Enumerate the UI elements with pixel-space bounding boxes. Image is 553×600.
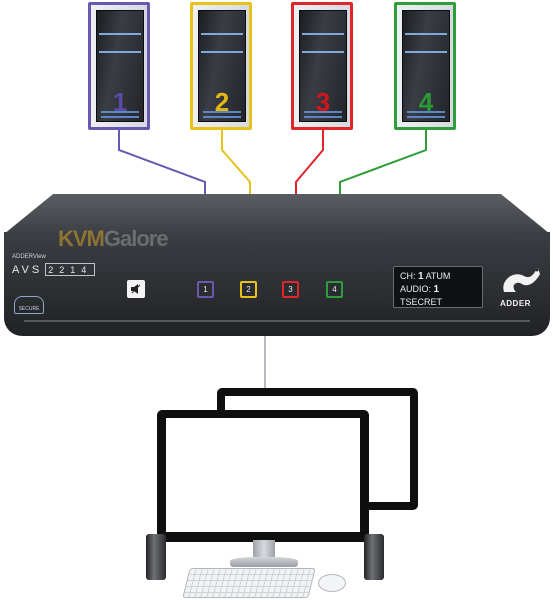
secure-badge: SECURE [14,296,44,314]
monitor-base [230,557,298,567]
lcd-channel-name: ATUM [425,271,451,281]
tower-face: 4 [402,10,450,122]
watermark: KVMGalore [58,226,169,252]
model-digit: 2 [59,264,71,275]
computer-1: 1 [88,2,150,130]
lcd-audio-value: 1 [433,284,440,295]
cable-2 [221,130,251,196]
adder-logo-text: ADDER [500,299,531,308]
lcd-line-channel: CH: 1 ATUM [400,270,476,283]
computer-4: 4 [394,2,456,130]
computer-number: 1 [112,87,128,117]
audio-button[interactable] [127,280,145,298]
kvm-ridge [24,320,530,322]
channel-button-1[interactable]: 1 [197,281,214,298]
speaker-icon [131,284,141,294]
monitor-screen [166,418,360,532]
brand-label: ADDERView [12,254,46,260]
channel-button-3[interactable]: 3 [282,281,299,298]
lcd-channel-value: 1 [418,271,424,282]
computer-2: 2 [190,2,252,130]
model-digit: 1 [70,264,82,275]
computer-number: 3 [315,87,331,117]
lcd-display: CH: 1 ATUM AUDIO: 1 TSECRET [393,266,483,308]
adder-snake-logo-icon [503,268,540,292]
lcd-channel-label: CH: [400,271,416,281]
watermark-kvm: KVM [58,226,105,251]
lcd-audio-label: AUDIO: [400,284,432,294]
monitor-primary [157,410,369,542]
tower-face: 2 [198,10,246,122]
model-digits: 2 2 1 4 [45,263,96,276]
lcd-line-security: TSECRET [400,297,443,307]
computer-3: 3 [291,2,353,130]
model-letters: AVS [12,263,43,276]
channel-button-2[interactable]: 2 [240,281,257,298]
cable-4 [339,130,427,196]
lcd-line-audio: AUDIO: 1 [400,283,476,296]
speaker-left [146,534,166,580]
channel-button-4[interactable]: 4 [326,281,343,298]
kvm-top-surface [4,194,550,234]
model-digit: 2 [48,264,60,275]
watermark-galore: Galore [103,226,169,251]
speaker-right [364,534,384,580]
computer-number: 2 [214,87,230,117]
computer-number: 4 [418,87,434,117]
monitor-stand [253,540,275,560]
cable-3 [295,130,324,196]
tower-face: 1 [96,10,144,122]
model-name: AVS 2 2 1 4 [12,263,96,276]
mouse [318,574,346,592]
tower-face: 3 [299,10,347,122]
cable-1 [118,130,206,196]
keyboard [182,568,316,598]
model-digit: 4 [81,264,93,275]
